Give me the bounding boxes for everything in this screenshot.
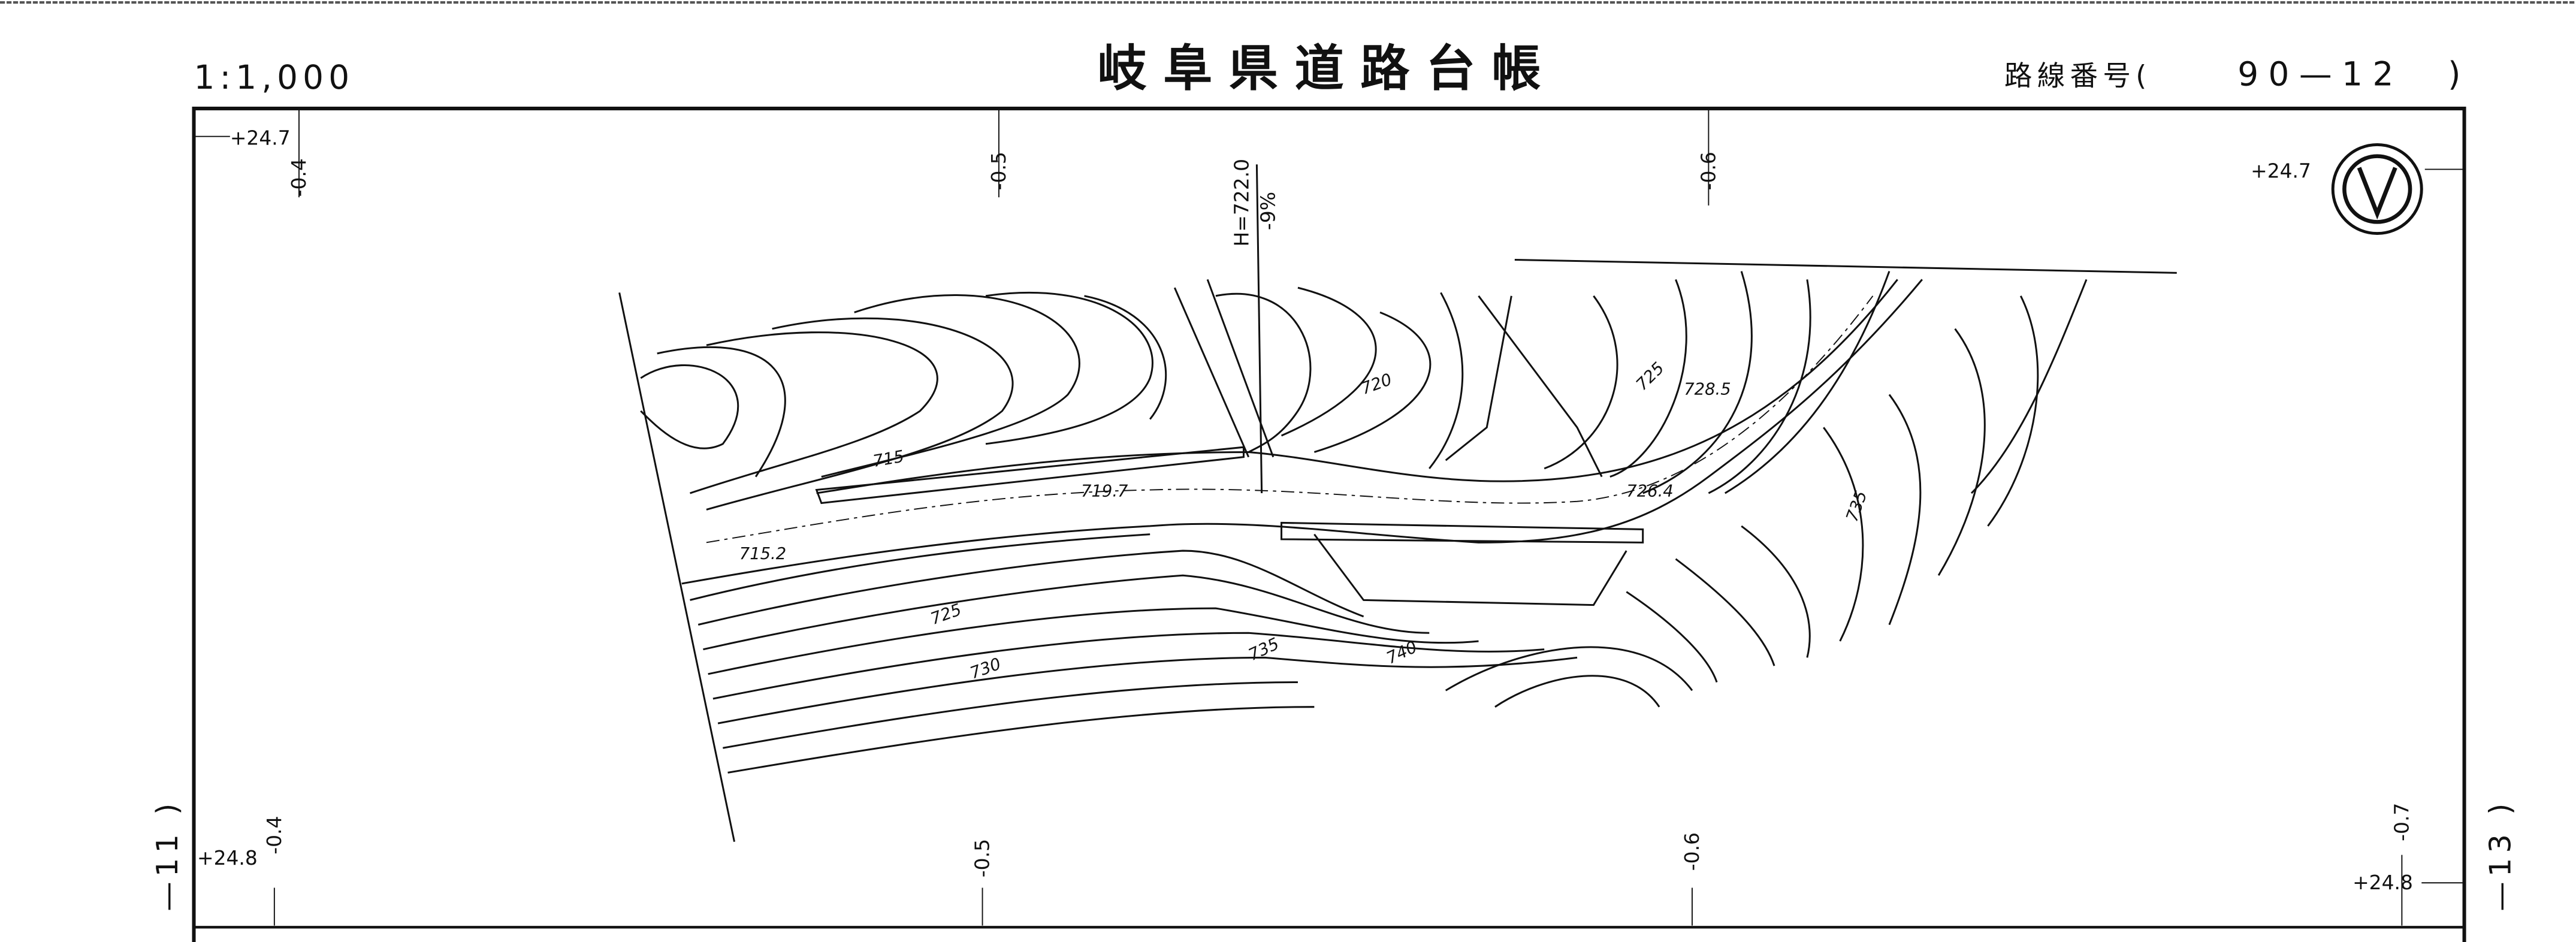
station-bottom: -0.7 [2390,803,2413,841]
grade-leader [1255,164,1263,494]
offset-top-right: +24.7 [2251,159,2311,182]
contour-label: 715 [871,447,905,471]
route-number: 90—12 [2237,55,2403,93]
contour-label: 735 [1843,488,1871,524]
contour-label: 735 [1246,635,1282,665]
contour-label: 715.2 [739,545,786,563]
offset-bottom-right: +24.8 [2352,871,2413,894]
station-top: -0.4 [287,158,310,197]
station-top: -0.6 [1696,152,1720,190]
station-bottom: -0.5 [971,839,994,877]
route-close: ) [2448,55,2466,93]
scale-label: 1:1,000 [194,58,355,96]
contour-label: 725 [1633,359,1668,394]
offset-bottom-left: +24.8 [197,846,258,869]
offset-top-left: +24.7 [230,126,291,149]
station-bottom: -0.6 [1680,832,1704,871]
contour-label: 730 [968,655,1004,683]
route-label: 路線番号( [2004,60,2152,92]
sheet-margin-left: —11 ) [150,798,185,911]
contour-label: 720 [1358,370,1394,398]
grade-height: H=722.0 [1230,159,1254,247]
contour-label: 719.7 [1081,482,1128,501]
contour-label: 728.5 [1684,380,1731,398]
contour-label: 726.4 [1626,482,1673,501]
sheet-margin-right: —13 ) [2483,798,2517,911]
grade-slope: -9% [1257,192,1280,230]
north-arrow-icon [2331,143,2423,236]
map-frame [192,107,2466,942]
station-bottom: -0.4 [262,816,286,855]
contour-lines [618,258,2177,842]
station-top: -0.5 [987,152,1010,190]
page-title: 岐阜県道路台帳 [1098,41,1558,98]
